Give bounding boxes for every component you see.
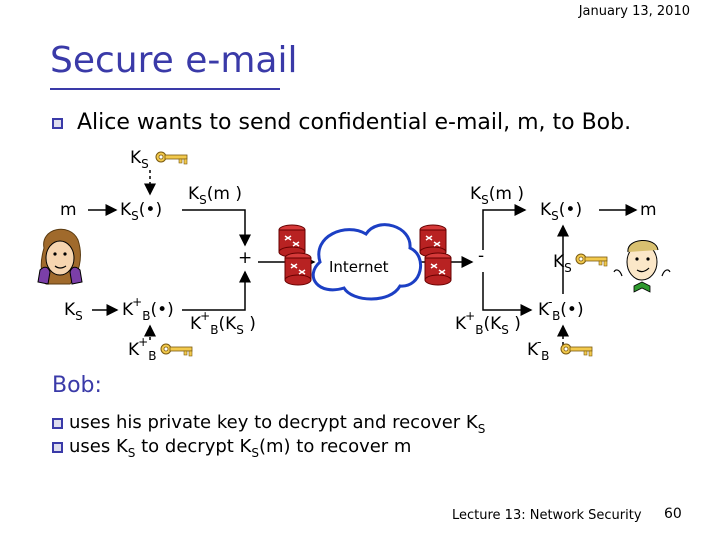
router-icon-left-bottom: [284, 252, 312, 286]
bob-bullet-1: uses his private key to decrypt and reco…: [52, 412, 485, 436]
kb-of-ks-label-alice: K+B(KS ): [190, 309, 256, 337]
bullet-icon: [52, 441, 63, 453]
kb-of-ks-label-bob: K+B(KS ): [455, 309, 521, 337]
kb-private-decrypt-box: K-B(•): [538, 295, 584, 323]
plus-concat-symbol: +: [238, 248, 253, 268]
ks-decrypt-box: KS(•): [540, 200, 583, 223]
encrypted-ks-arrow: [182, 270, 251, 311]
page-number: 60: [664, 506, 682, 522]
ks-label-bob: KS: [553, 252, 572, 275]
intro-bullet: Alice wants to send confidential e-mail,…: [52, 110, 631, 135]
m-label-alice: m: [60, 200, 77, 220]
router-icon-left-top: [278, 224, 306, 258]
ks-key-icon: [155, 151, 188, 165]
ks-of-m-label-alice: KS(m ): [188, 184, 243, 207]
kb-public-key-icon: [160, 343, 193, 357]
title-underline: [50, 88, 280, 90]
kb-public-encrypt-box: K+B(•): [122, 295, 174, 323]
m-label-bob: m: [640, 200, 657, 220]
kb-public-key-label: K+B: [128, 335, 157, 363]
internet-label: Internet: [329, 258, 389, 276]
kb-private-key-label: K-B: [527, 335, 550, 363]
slide-title: Secure e-mail: [50, 40, 298, 81]
ks-encrypt-box: KS(•): [120, 200, 163, 223]
router-icon-right-bottom: [424, 252, 452, 286]
split-ks-kb-arrow: [482, 272, 533, 316]
ks-of-m-label-bob: KS(m ): [470, 184, 525, 207]
alice-person-icon: [37, 228, 83, 285]
bob-bullet-2: uses KS to decrypt KS(m) to recover m: [52, 436, 411, 460]
minus-split-symbol: -: [478, 246, 485, 266]
ks-bob-key-icon: [575, 253, 608, 267]
bob-person-icon: [613, 240, 671, 293]
ks-label-top: KS: [130, 148, 149, 171]
router-icon-right-top: [419, 224, 447, 258]
encrypted-m-arrow: [182, 209, 251, 247]
footer-lecture: Lecture 13: Network Security: [452, 508, 642, 523]
ks-label-alice-left: KS: [64, 300, 83, 323]
slide-date: January 13, 2010: [578, 4, 690, 19]
bullet-icon: [52, 117, 63, 129]
intro-text: Alice wants to send confidential e-mail,…: [77, 110, 632, 135]
kb-private-key-icon: [560, 343, 593, 357]
bullet-icon: [52, 417, 63, 429]
split-ks-m-arrow: [482, 204, 527, 250]
bob-section-title: Bob:: [52, 373, 102, 398]
internet-cloud-icon: [311, 223, 422, 301]
